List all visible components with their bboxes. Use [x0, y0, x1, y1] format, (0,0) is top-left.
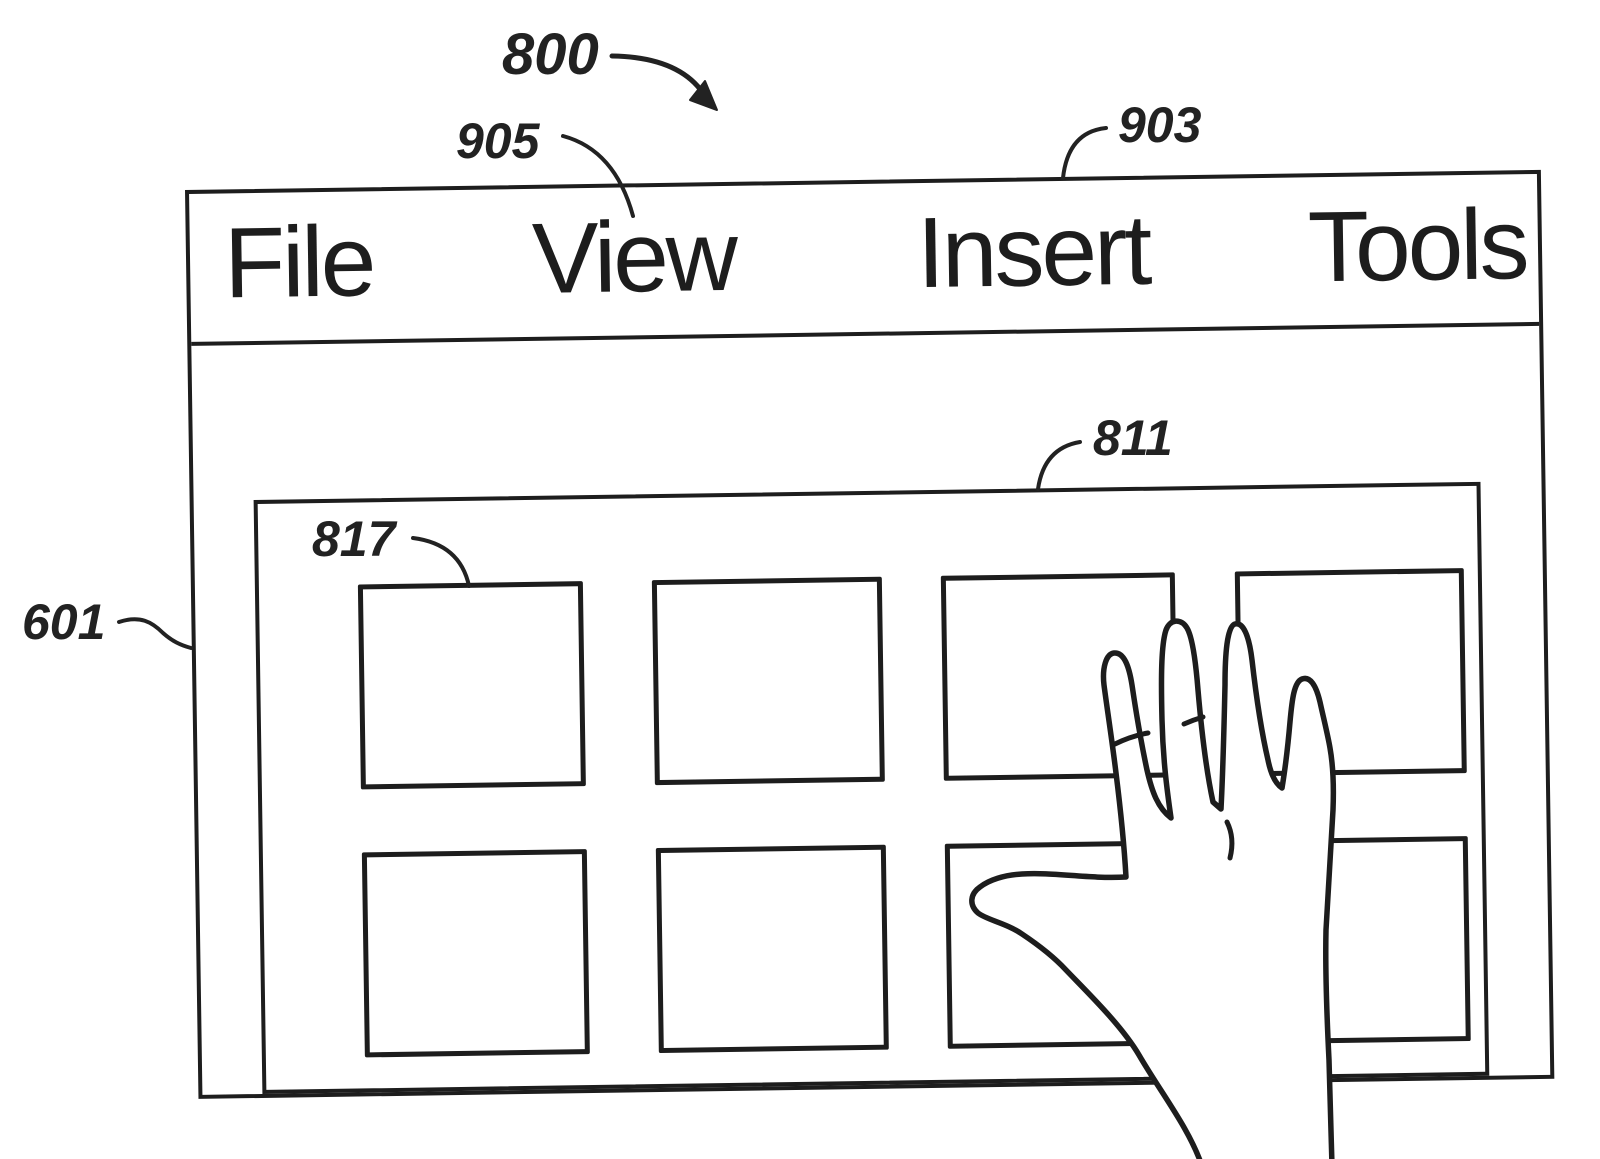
leader-811	[1036, 440, 1082, 491]
knuckle-crease-mark	[1181, 714, 1206, 727]
hand-illustration	[969, 618, 1337, 1159]
knuckle-crease-mark	[1112, 730, 1151, 747]
knuckle-crease-mark	[1224, 819, 1235, 861]
leader-903	[1061, 126, 1108, 180]
leader-817	[411, 536, 471, 588]
ref-label-811: 811	[1093, 410, 1173, 466]
ref-label-601: 601	[22, 594, 106, 650]
arrow-800-head	[689, 80, 718, 111]
hand-outline	[969, 618, 1337, 1159]
leader-905	[561, 134, 635, 218]
leader-601	[117, 617, 193, 650]
ref-label-903: 903	[1118, 97, 1202, 153]
arrow-800-shaft	[609, 53, 706, 96]
ref-label-905: 905	[456, 113, 540, 169]
ref-label-817: 817	[312, 511, 396, 567]
ref-label-800: 800	[502, 22, 599, 87]
